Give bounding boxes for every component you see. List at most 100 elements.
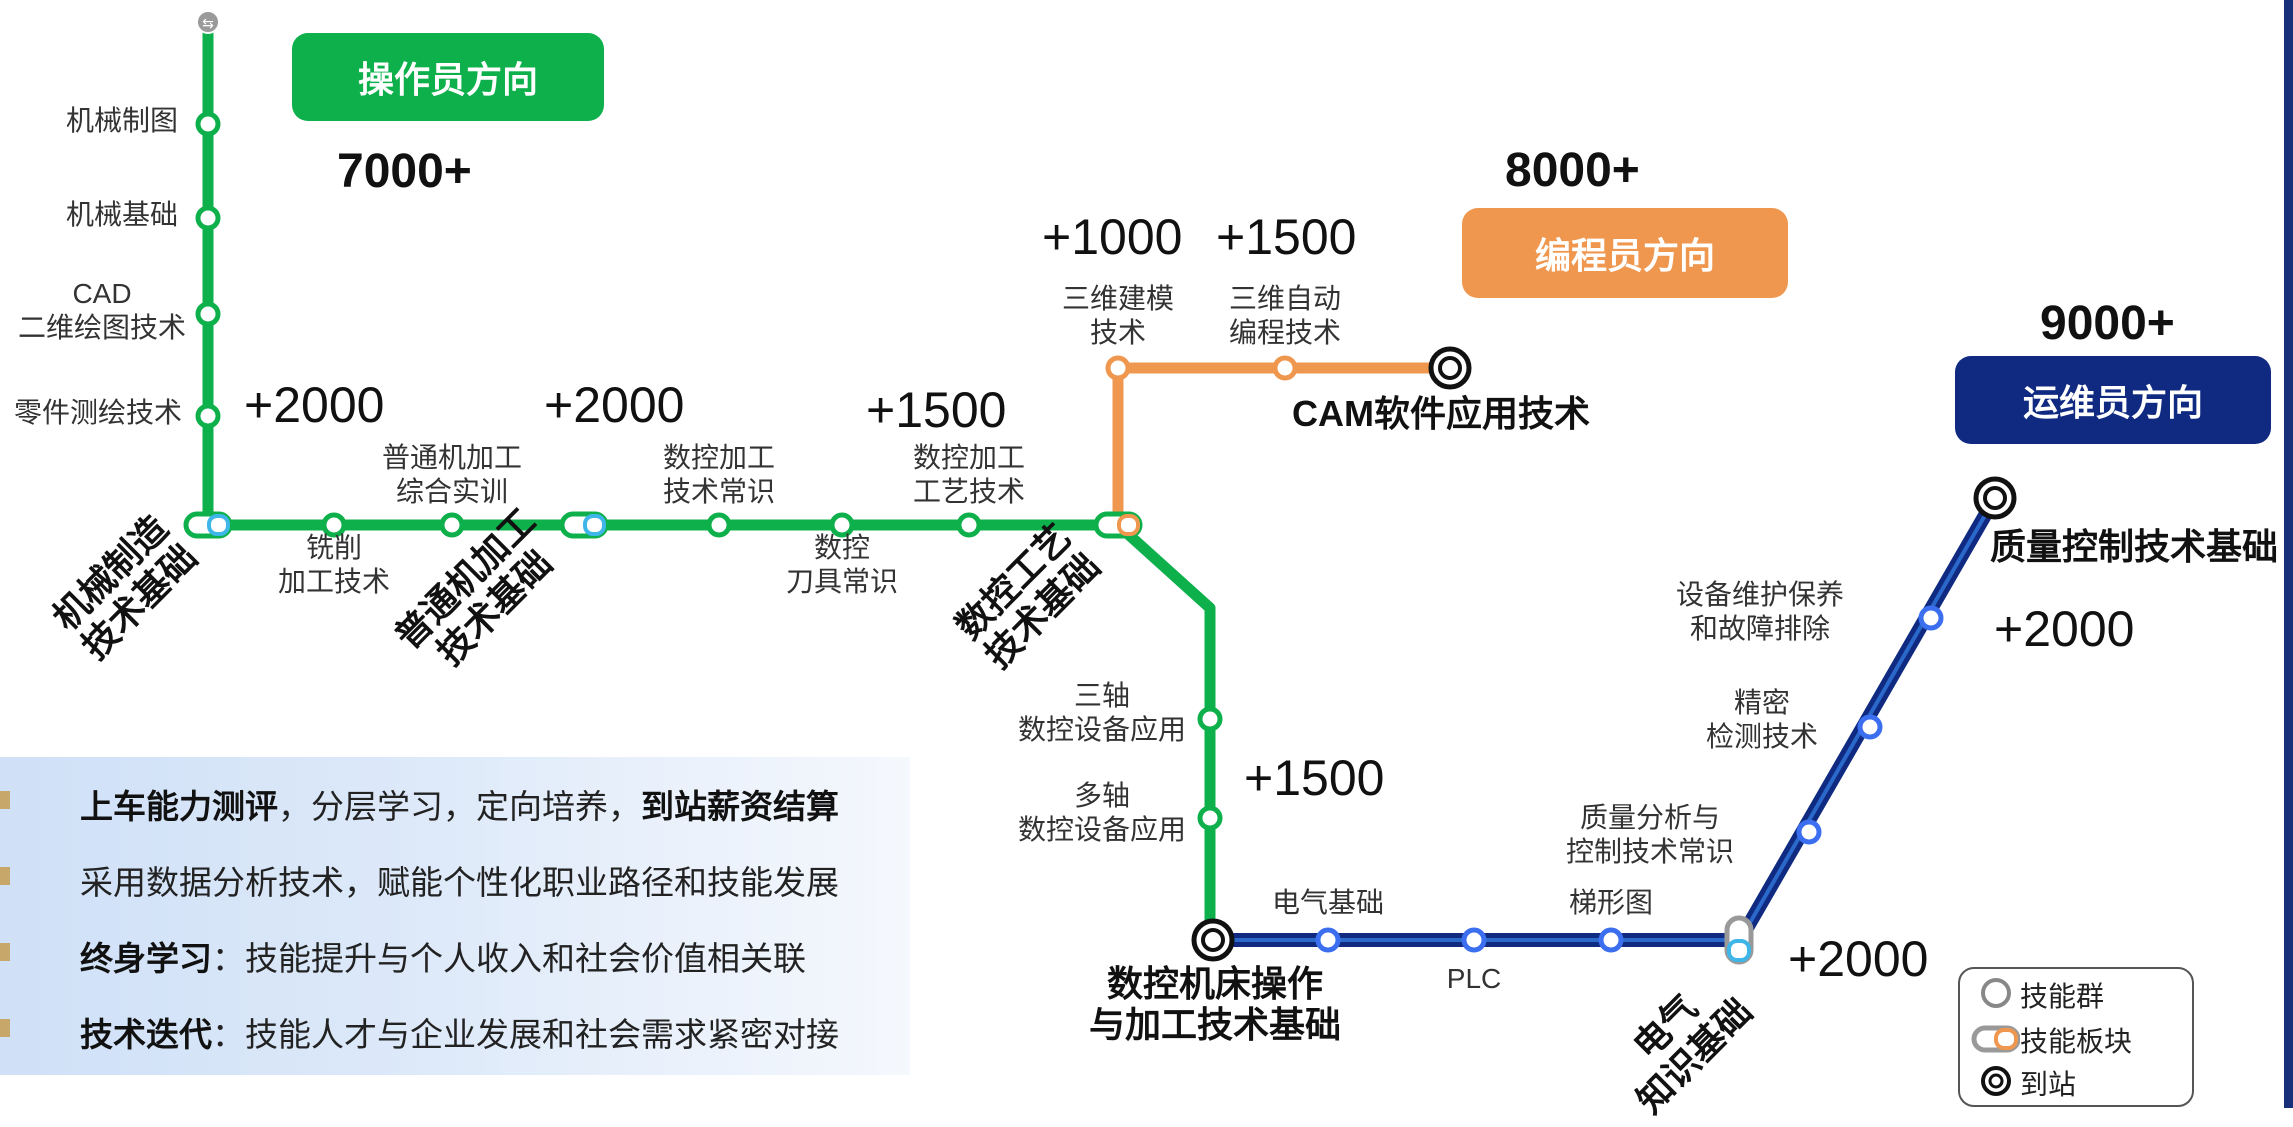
terminal-quality-label: 质量控制技术基础: [1990, 526, 2279, 567]
info-line-2: 采用数据分析技术，赋能个性化职业路径和技能发展: [80, 864, 839, 901]
station-drawing: [195, 111, 221, 137]
info-line-3-rest: ：技能提升与个人收入和社会价值相关联: [212, 940, 806, 977]
label-maint-line2: 和故障排除: [1689, 612, 1830, 644]
svg-text:⇆: ⇆: [202, 16, 214, 32]
legend-symbols: [1971, 978, 2020, 1096]
increment-seg3: +1500: [866, 382, 1007, 438]
label-cad: CAD 二维绘图技术: [14, 277, 190, 344]
label-survey: 零件测绘技术: [14, 397, 183, 428]
label-precise-line2: 检测技术: [1705, 720, 1818, 752]
info-line-4-rest: ：技能人才与企业发展和社会需求紧密对接: [212, 1016, 839, 1053]
terminals: [1191, 346, 2017, 962]
increment-seg1: +2000: [244, 377, 385, 433]
label-precise: 精密 检测技术: [1692, 686, 1832, 753]
increment-vertical: +1500: [1244, 750, 1385, 806]
label-cnc-common-line1: 数控加工: [662, 442, 775, 473]
label-cad-line1: CAD: [72, 278, 132, 309]
label-general-line1: 普通机加工: [381, 442, 522, 473]
bullet-marker: [0, 791, 10, 809]
station-ladder: [1598, 927, 1624, 953]
increment-quality: +2000: [1994, 601, 2135, 657]
station-triaxial: [1197, 706, 1223, 732]
label-autoprog: 三维自动 编程技术: [1215, 282, 1355, 349]
label-milling-line1: 铣削: [305, 532, 362, 563]
label-milling: 铣削 加工技术: [264, 531, 404, 598]
label-tool-line1: 数控: [813, 532, 870, 563]
label-cnc-tech-line2: 工艺技术: [912, 475, 1025, 507]
green-stations: [195, 111, 1223, 831]
label-autoprog-line1: 三维自动: [1228, 283, 1341, 314]
label-cnc-common-line2: 技术常识: [662, 475, 775, 507]
station-elec-basic: [1315, 927, 1341, 953]
edge-strip: [2284, 0, 2293, 1108]
station-survey: [195, 403, 221, 429]
label-general-line2: 综合实训: [395, 475, 508, 507]
station-tool: [829, 512, 855, 538]
station-precise-detect: [1857, 714, 1883, 740]
programmer-salary: 8000+: [1505, 144, 1640, 197]
station-cnc-tech: [956, 512, 982, 538]
orange-line: [1112, 362, 1450, 525]
info-line-1-bold-b: 到站薪资结算: [641, 788, 839, 825]
info-line-1-mid: ，分层学习，定向培养，: [278, 788, 641, 825]
label-tool-line2: 刀具常识: [785, 565, 898, 597]
station-maint: [1918, 605, 1944, 631]
label-elec-basic: 电气基础: [1271, 887, 1384, 918]
terminal-cam-label: CAM软件应用技术: [1292, 393, 1590, 434]
label-general: 普通机加工 综合实训: [372, 441, 532, 508]
terminal-cnc-machine-marker: [1191, 918, 1235, 962]
label-triaxial: 三轴 数控设备应用: [1012, 679, 1192, 746]
terminal-quality-marker: [1973, 476, 2017, 520]
bullet-marker: [0, 1019, 10, 1037]
label-tool: 数控 刀具常识: [772, 531, 912, 598]
label-triaxial-line2: 数控设备应用: [1017, 713, 1186, 745]
label-model3d: 三维建模 技术: [1048, 282, 1188, 349]
legend-skill-group: 技能群: [2020, 981, 2105, 1012]
hub-cnc-machine-line2: 与加工技术基础: [1088, 1004, 1341, 1046]
station-plc: [1461, 927, 1487, 953]
label-cad-line2: 二维绘图技术: [17, 311, 186, 343]
legend: 技能群 技能板块 到站: [1958, 967, 2194, 1107]
legend-skill-block: 技能板块: [2020, 1026, 2133, 1057]
label-model3d-line2: 技术: [1089, 316, 1146, 348]
info-line-3-bold: 终身学习: [80, 940, 212, 977]
info-line-1-bold-a: 上车能力测评: [80, 788, 278, 825]
increment-model: +1000: [1042, 209, 1183, 265]
start-cap: [196, 10, 220, 34]
label-cnc-common: 数控加工 技术常识: [649, 441, 789, 508]
station-model3d: [1105, 355, 1131, 381]
info-line-4: 技术迭代：技能人才与企业发展和社会需求紧密对接: [80, 1008, 839, 1056]
station-multiaxis: [1197, 805, 1223, 831]
label-cnc-tech: 数控加工 工艺技术: [899, 441, 1039, 508]
station-general: [439, 512, 465, 538]
legend-arrival-icon: [1981, 1066, 2011, 1096]
bullet-marker: [0, 943, 10, 961]
label-milling-line2: 加工技术: [277, 565, 390, 597]
info-line-3: 终身学习：技能提升与个人收入和社会价值相关联: [80, 932, 806, 980]
label-mech-basic: 机械基础: [66, 199, 179, 230]
label-qa-line1: 质量分析与: [1579, 802, 1720, 833]
hub-cnc-machine-line1: 数控机床操作: [1106, 963, 1323, 1004]
label-qa: 质量分析与 控制技术常识: [1555, 801, 1745, 868]
label-model3d-line1: 三维建模: [1061, 283, 1174, 314]
legend-arrival: 到站: [2020, 1069, 2077, 1100]
station-autoprog: [1272, 355, 1298, 381]
station-milling: [321, 512, 347, 538]
label-qa-line2: 控制技术常识: [1565, 835, 1734, 867]
label-plc: PLC: [1446, 963, 1502, 994]
label-ladder: 梯形图: [1568, 887, 1653, 918]
terminal-cnc-machine-label: 数控机床操作 与加工技术基础: [1070, 963, 1360, 1046]
increment-auto: +1500: [1216, 209, 1357, 265]
operator-salary: 7000+: [337, 145, 472, 198]
station-cnc-common: [706, 512, 732, 538]
increment-seg2: +2000: [544, 377, 685, 433]
maintainer-salary: 9000+: [2040, 297, 2175, 350]
label-cnc-tech-line1: 数控加工: [912, 442, 1025, 473]
label-precise-line1: 精密: [1733, 687, 1790, 718]
label-maint: 设备维护保养 和故障排除: [1660, 578, 1860, 645]
info-line-1: 上车能力测评，分层学习，定向培养，到站薪资结算: [80, 780, 839, 828]
info-line-4-bold: 技术迭代: [80, 1016, 212, 1053]
maintainer-direction-badge: 运维员方向: [1955, 356, 2271, 444]
terminal-cam-marker: [1428, 346, 1472, 390]
